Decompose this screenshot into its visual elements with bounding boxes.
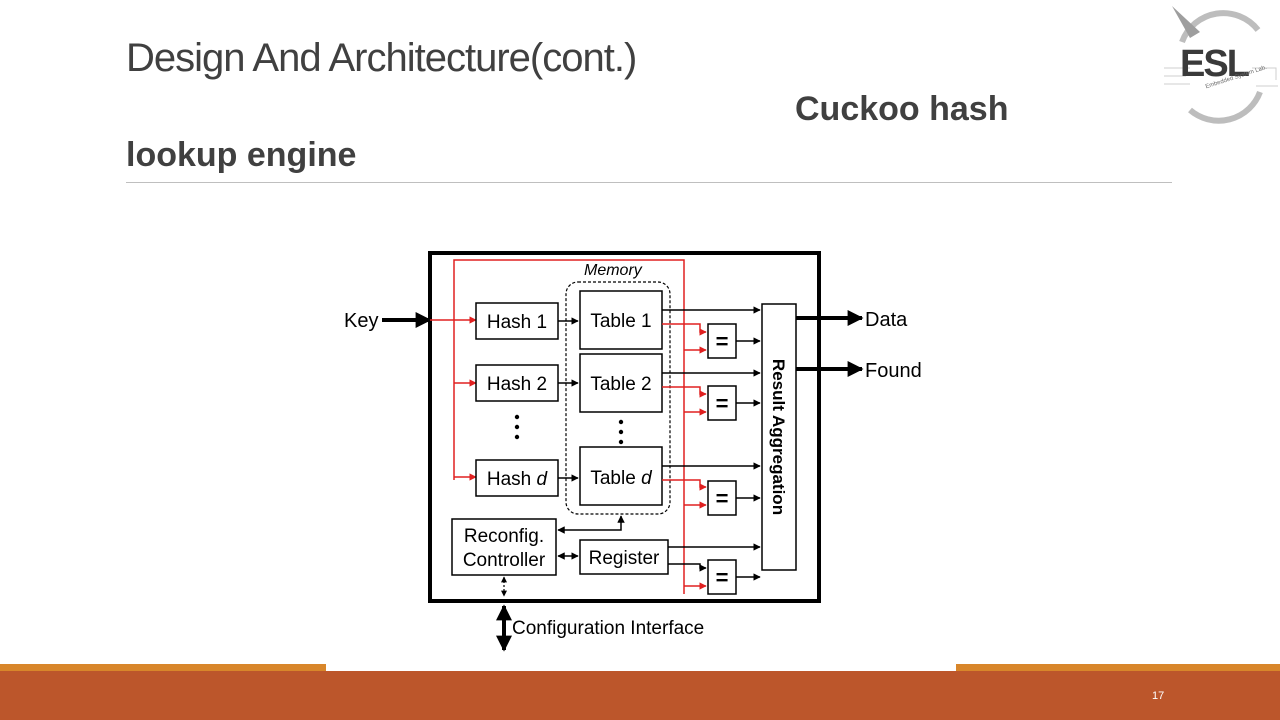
found-label: Found — [865, 360, 922, 382]
comparator-d-label: = — [716, 486, 729, 511]
table-d-box — [579, 446, 663, 506]
register-label: Register — [589, 548, 660, 569]
slide-subtitle-part2: lookup engine — [126, 136, 357, 174]
hash-d-label: Hash d — [487, 469, 549, 490]
reconfig-line2: Controller — [463, 550, 546, 571]
hash-1-label: Hash 1 — [487, 312, 547, 333]
reconfig-line1: Reconfig. — [464, 526, 544, 547]
engine-frame — [428, 251, 821, 603]
register-box — [579, 539, 669, 575]
esl-logo: ESL Embedded System Lab. — [1164, 6, 1278, 124]
memory-block — [565, 281, 671, 515]
table-1-label: Table 1 — [590, 311, 651, 332]
reconfig-controller-box — [451, 518, 557, 576]
hash-2-label: Hash 2 — [487, 374, 547, 395]
comparators: = = = = — [707, 323, 737, 595]
comparator-d — [707, 480, 737, 516]
cuckoo-hash-diagram: Key Memory Hash 1 Hash 2 Hash d Table 1 … — [344, 251, 922, 652]
comparator-register-label: = — [716, 565, 729, 590]
key-bus — [453, 259, 707, 594]
slide-title: Design And Architecture(cont.) — [126, 36, 637, 80]
table-2-label: Table 2 — [590, 374, 651, 395]
table-ellipsis — [618, 419, 624, 445]
title-divider — [126, 182, 1172, 183]
logo-text: ESL — [1180, 43, 1250, 85]
footer-bar — [0, 671, 1280, 720]
table-1-box — [579, 290, 663, 350]
result-aggregation-label: Result Aggregation — [769, 359, 788, 515]
table-2-box — [579, 353, 663, 413]
hash-1-box — [475, 302, 559, 340]
table-d-label: Table d — [590, 468, 653, 489]
slide-subtitle-part1: Cuckoo hash — [795, 90, 1009, 128]
config-interface-label: Configuration Interface — [512, 618, 704, 639]
page-number: 17 — [1152, 690, 1165, 702]
comparator-1-label: = — [716, 329, 729, 354]
hash-ellipsis — [514, 414, 520, 440]
hash-2-box — [475, 364, 559, 402]
comparator-2-label: = — [716, 391, 729, 416]
comparator-1 — [707, 323, 737, 359]
footer-accent-left — [0, 664, 326, 672]
data-label: Data — [865, 309, 908, 331]
footer-accent-right — [956, 664, 1280, 672]
result-aggregation-box — [761, 303, 797, 571]
memory-label: Memory — [584, 262, 643, 279]
key-label: Key — [344, 310, 378, 332]
